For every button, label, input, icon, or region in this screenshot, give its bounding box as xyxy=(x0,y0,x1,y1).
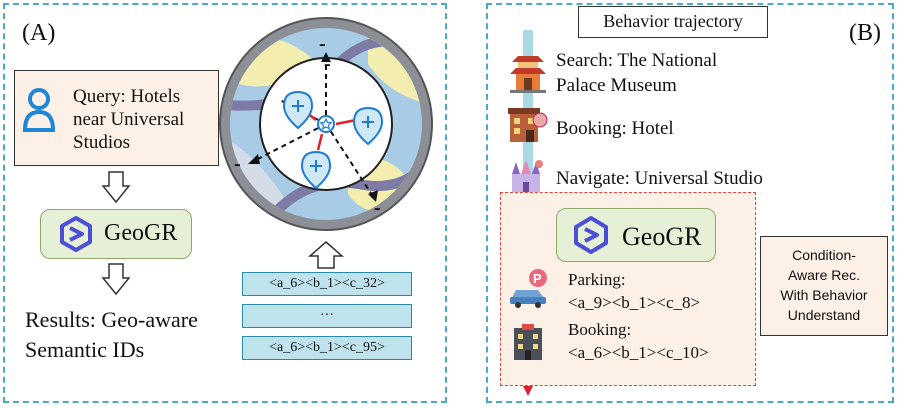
query-text: Query: Hotels near Universal Studios xyxy=(73,86,185,153)
castle-icon xyxy=(512,160,543,194)
results-line-2: Semantic IDs xyxy=(25,337,145,362)
geo-map-diagram: - - - - xyxy=(219,17,433,231)
step-search-line-2: Palace Museum xyxy=(556,75,677,96)
step-search-line-1: Search: The National xyxy=(556,50,718,71)
aware-line-3: With Behavior xyxy=(780,287,868,303)
geogr-model-b xyxy=(556,208,716,262)
trajectory-title: Behavior trajectory xyxy=(578,6,768,38)
semantic-id-row: <a_6><b_1><c_32> xyxy=(242,272,412,296)
step-search: Search: The National Palace Museum xyxy=(556,48,717,98)
condition-aware-box: Condition- Aware Rec. With Behavior Unde… xyxy=(760,236,888,336)
svg-text:P: P xyxy=(533,271,542,286)
map-sign: - xyxy=(324,53,331,75)
map-sign: - xyxy=(374,197,381,219)
geogr-logo-icon xyxy=(574,216,608,254)
temple-icon xyxy=(510,56,546,93)
semantic-id-row: ··· xyxy=(242,304,412,328)
rec-booking-title: Booking: xyxy=(568,320,632,339)
geogr-label-a: GeoGR xyxy=(104,220,178,246)
panel-b xyxy=(486,3,894,403)
hotel-icon xyxy=(508,108,548,142)
rec-parking-id: <a_9><b_1><c_8> xyxy=(568,293,701,312)
results-line-1: Results: Geo-aware xyxy=(25,307,198,332)
hotel-building-icon xyxy=(514,324,542,360)
arrow-up-icon xyxy=(308,241,344,269)
map-sign: - xyxy=(319,33,326,55)
arrow-down-icon xyxy=(101,171,131,204)
semantic-id-row: <a_6><b_1><c_95> xyxy=(242,336,412,360)
aware-line-2: Aware Rec. xyxy=(787,267,861,283)
results-text: Results: Geo-aware Semantic IDs xyxy=(25,305,198,365)
geogr-label-b: GeoGR xyxy=(622,222,702,251)
aware-line-1: Condition- xyxy=(792,247,856,263)
aware-line-4: Understand xyxy=(787,307,861,323)
user-icon xyxy=(22,88,56,132)
rec-parking: Parking: <a_9><b_1><c_8> xyxy=(568,268,700,314)
geogr-model-a xyxy=(40,209,192,259)
panel-b-label: (B) xyxy=(849,20,881,46)
parking-car-icon: P xyxy=(510,269,547,308)
panel-a-label: (A) xyxy=(22,20,56,46)
rec-booking: Booking: <a_6><b_1><c_10> xyxy=(568,318,709,364)
step-navigate: Navigate: Universal Studio xyxy=(556,168,763,189)
rec-parking-title: Parking: xyxy=(568,270,626,289)
step-booking-hotel: Booking: Hotel xyxy=(556,118,674,139)
geogr-logo-icon xyxy=(60,216,92,252)
rec-booking-id: <a_6><b_1><c_10> xyxy=(568,343,709,362)
map-sign: - xyxy=(234,153,241,175)
panel-a xyxy=(3,3,447,403)
arrow-down-icon xyxy=(101,263,131,296)
